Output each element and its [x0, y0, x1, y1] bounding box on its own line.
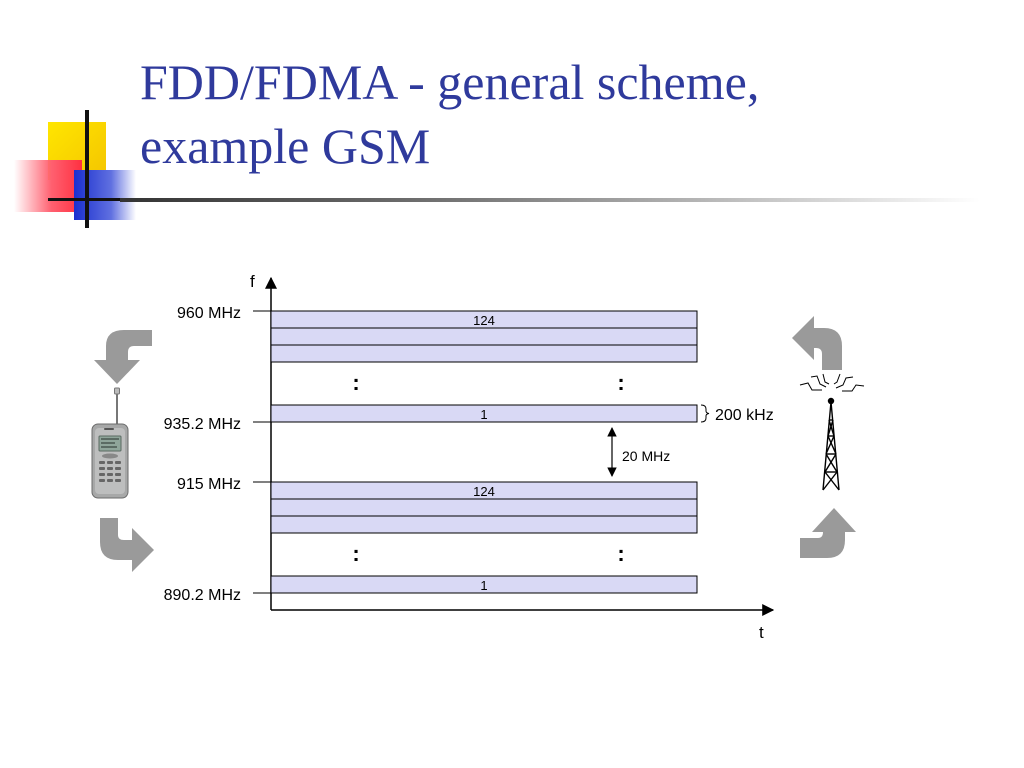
- label-960-mhz: 960 MHz: [177, 305, 241, 322]
- downlink-channel-122: [270, 344, 698, 363]
- uplink-ellipsis-right: :: [617, 541, 624, 566]
- logo-vertical-line: [85, 110, 89, 228]
- downlink-ellipsis-left: :: [352, 370, 359, 395]
- slide-title: FDD/FDMA - general scheme, example GSM: [140, 50, 980, 178]
- uplink-channel-1: [270, 575, 698, 594]
- logo-horizontal-line: [48, 198, 142, 201]
- frequency-markers: 960 MHz 935.2 MHz 915 MHz 890.2 MHz: [164, 305, 271, 604]
- channel-width-annotation: 200 kHz: [700, 404, 774, 424]
- logo-blue-square: [74, 170, 136, 220]
- downlink-channel-1: [270, 404, 698, 423]
- downlink-ellipsis-right: :: [617, 370, 624, 395]
- slide-title-line-2: example GSM: [140, 118, 431, 174]
- title-underline: [120, 198, 980, 202]
- uplink-band: 124 1 : :: [270, 481, 698, 594]
- x-axis-label: t: [759, 623, 764, 642]
- duplex-spacing-annotation: 20 MHz: [607, 427, 670, 477]
- curved-arrows: [94, 316, 856, 572]
- y-axis-label: f: [250, 272, 255, 291]
- base-station-tower-icon: [799, 373, 865, 491]
- label-915-mhz: 915 MHz: [177, 476, 241, 493]
- logo-red-square: [14, 160, 82, 212]
- uplink-channel-123: [270, 498, 698, 517]
- curved-arrow-icon: [100, 518, 154, 572]
- label-890-mhz: 890.2 MHz: [164, 587, 241, 604]
- uplink-bottom-channel-label: 1: [480, 578, 487, 593]
- uplink-top-channel-label: 124: [473, 484, 495, 499]
- curved-arrow-icon: [94, 330, 152, 384]
- channel-width-label: 200 kHz: [715, 407, 774, 424]
- channel-width-bracket: [700, 404, 710, 423]
- curved-arrow-icon: [800, 508, 856, 558]
- slide-title-line-1: FDD/FDMA - general scheme,: [140, 54, 760, 110]
- curved-arrow-icon: [792, 316, 842, 370]
- downlink-band: 124 1 : :: [270, 310, 698, 423]
- downlink-top-channel-label: 124: [473, 313, 495, 328]
- downlink-channel-123: [270, 327, 698, 346]
- duplex-spacing-label: 20 MHz: [622, 448, 670, 464]
- mobile-phone-icon: [91, 387, 129, 499]
- uplink-ellipsis-left: :: [352, 541, 359, 566]
- downlink-bottom-channel-label: 1: [480, 407, 487, 422]
- label-935-mhz: 935.2 MHz: [164, 416, 241, 433]
- uplink-channel-122: [270, 515, 698, 534]
